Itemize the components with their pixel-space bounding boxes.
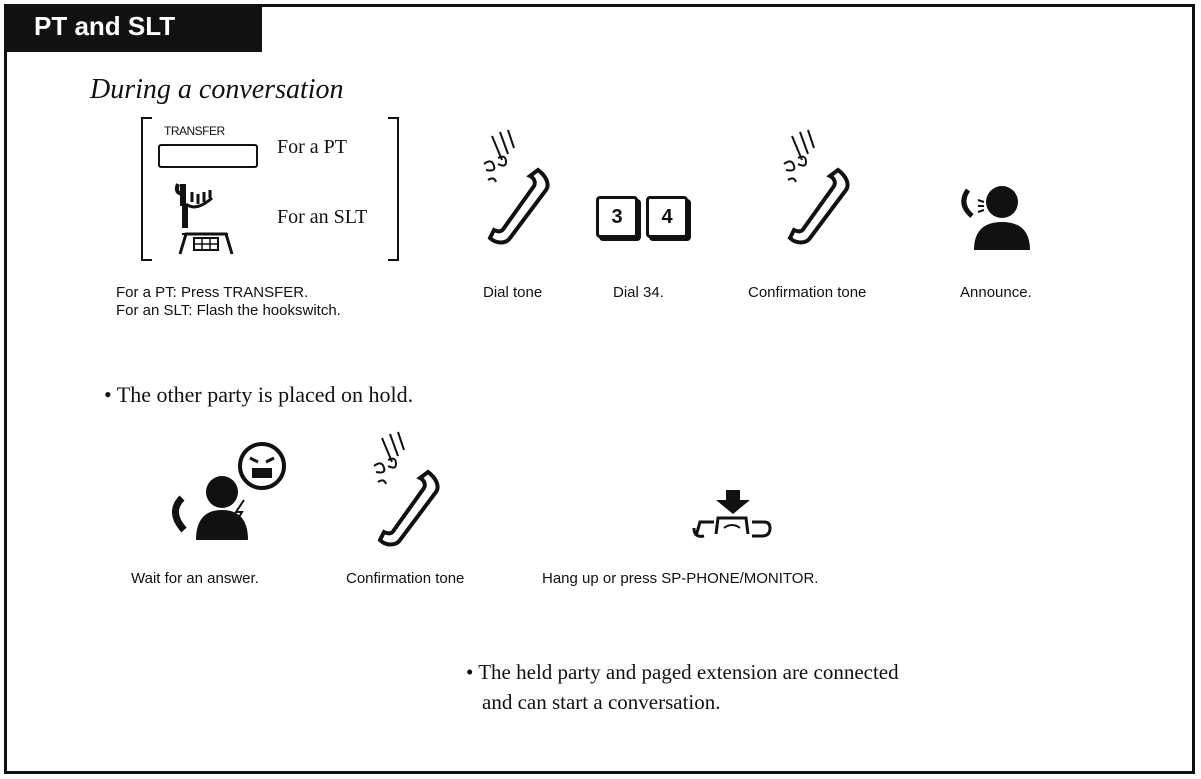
announce-caption: Announce. bbox=[960, 284, 1032, 301]
hang-up-caption: Hang up or press SP-PHONE/MONITOR. bbox=[542, 570, 819, 587]
handset-icon bbox=[783, 129, 850, 245]
key-3: 3 bbox=[596, 196, 638, 238]
note-hold: • The other party is placed on hold. bbox=[104, 382, 414, 407]
transfer-key-label: TRANSFER bbox=[164, 124, 225, 138]
handset-icon bbox=[373, 431, 440, 547]
transfer-button bbox=[158, 144, 258, 168]
dial-tone-caption: Dial tone bbox=[483, 284, 543, 301]
section-title: PT and SLT bbox=[4, 4, 262, 52]
hookswitch-icon bbox=[174, 183, 234, 255]
wait-caption: Wait for an answer. bbox=[131, 570, 259, 587]
key-4: 4 bbox=[646, 196, 688, 238]
person-announce-icon bbox=[961, 186, 1030, 250]
title-rule bbox=[262, 4, 1195, 7]
step2-confirmation-caption: Confirmation tone bbox=[346, 570, 465, 587]
hang-up-icon bbox=[692, 490, 772, 538]
pt-label: For a PT bbox=[277, 136, 347, 158]
dial-34-caption: Dial 34. bbox=[613, 284, 664, 301]
confirmation-tone-caption: Confirmation tone bbox=[748, 284, 867, 301]
bracket-icon bbox=[141, 117, 399, 261]
subtitle: During a conversation bbox=[90, 74, 344, 105]
step1-caption-line1: For a PT: Press TRANSFER. bbox=[116, 284, 309, 301]
step1-caption-line2: For an SLT: Flash the hookswitch. bbox=[116, 302, 341, 319]
handset-icon bbox=[483, 129, 550, 245]
note-connected-line2: and can start a conversation. bbox=[482, 690, 721, 714]
note-connected-line1: • The held party and paged extension are… bbox=[466, 660, 899, 684]
slt-label: For an SLT bbox=[277, 206, 368, 228]
person-waiting-icon bbox=[172, 442, 286, 540]
